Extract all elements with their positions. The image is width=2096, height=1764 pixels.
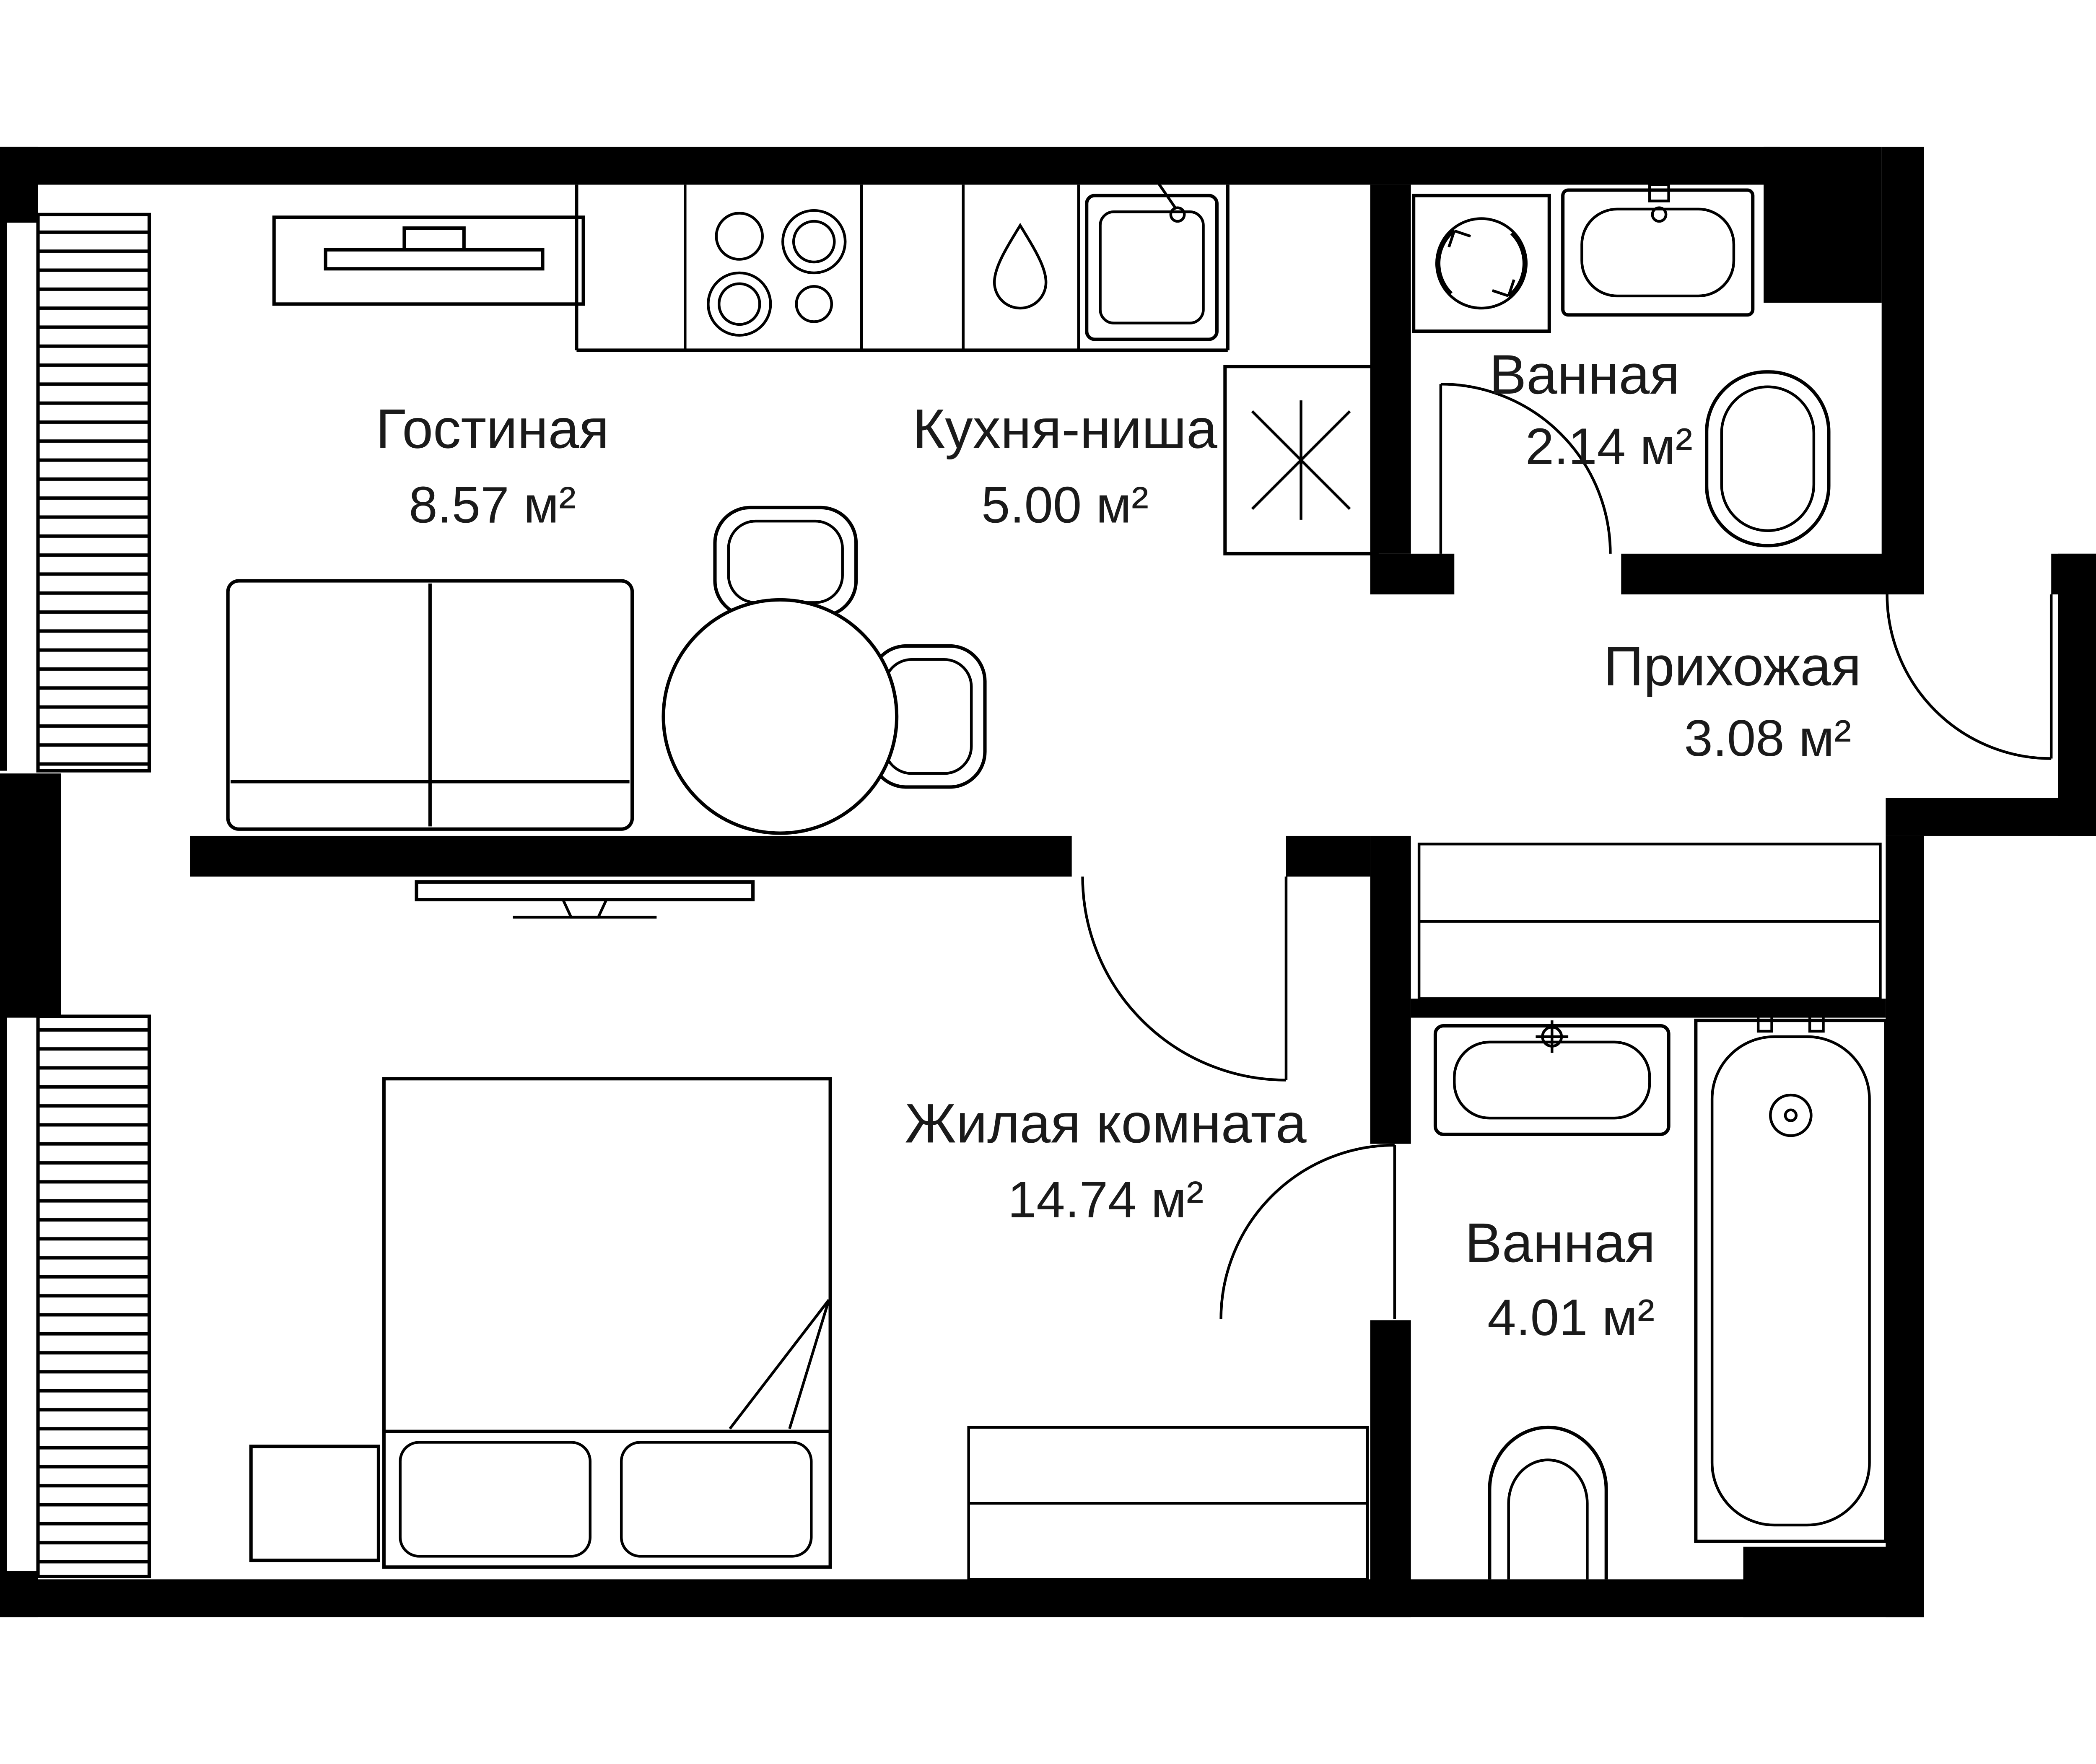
- pillow-icon: [399, 1441, 592, 1558]
- window-icon: [36, 1014, 151, 1579]
- door-swing-icon: [1439, 383, 1612, 554]
- room-labels: Гостиная 8.57 м² Кухня-ниша 5.00 м² Ванн…: [376, 344, 1861, 1346]
- bathtub-icon: [1694, 1008, 1888, 1543]
- water-drop-icon: [993, 223, 1048, 310]
- room-area: 3.08 м²: [1684, 710, 1851, 767]
- room-name: Гостиная: [376, 398, 609, 460]
- room-name: Ванная: [1465, 1212, 1655, 1274]
- door-swing-icon: [1081, 877, 1288, 1082]
- room-area: 8.57 м²: [409, 476, 576, 534]
- bedroom-furniture: [249, 880, 832, 1569]
- room-label-bedroom: Жилая комната 14.74 м²: [905, 1092, 1306, 1228]
- stove-icon: [707, 209, 847, 337]
- room-name: Жилая комната: [905, 1092, 1306, 1154]
- nightstand-icon: [249, 1445, 380, 1562]
- room-name: Ванная: [1489, 344, 1680, 406]
- refrigerator-icon: [1223, 365, 1379, 555]
- bed-icon: [382, 1077, 832, 1569]
- sofa-icon: [226, 579, 634, 831]
- room-label-kitchen: Кухня-ниша 5.00 м²: [913, 398, 1217, 534]
- bedroom-wardrobe-icon: [967, 1426, 1369, 1581]
- room-name: Прихожая: [1603, 636, 1861, 698]
- walls: [0, 146, 2096, 1618]
- room-label-bathroom-large: Ванная 4.01 м²: [1465, 1212, 1655, 1346]
- hallway-wardrobe-icon: [1417, 843, 1882, 1000]
- bathroom-small-furniture: [1412, 183, 1831, 547]
- room-name: Кухня-ниша: [913, 398, 1217, 460]
- room-label-living: Гостиная 8.57 м²: [376, 398, 609, 534]
- toilet-icon: [1705, 370, 1831, 547]
- dining-table-icon: [661, 598, 899, 835]
- windows: [36, 213, 151, 1579]
- tv-icon: [415, 880, 755, 919]
- kitchen-counter-icon: [575, 184, 1230, 352]
- pillow-icon: [620, 1441, 813, 1558]
- room-area: 5.00 м²: [981, 476, 1149, 534]
- room-area: 2.14 м²: [1525, 418, 1693, 475]
- bathroom-large-furniture: [1433, 1008, 1888, 1580]
- washing-machine-icon: [1412, 194, 1551, 333]
- room-label-hallway: Прихожая 3.08 м²: [1603, 636, 1861, 767]
- sink-icon: [1561, 183, 1755, 317]
- kitchen-sink-icon: [1085, 156, 1219, 341]
- living-room-furniture: [226, 215, 987, 835]
- doors: [1081, 383, 2053, 1319]
- sink-icon: [1433, 1020, 1671, 1136]
- toilet-icon: [1488, 1425, 1608, 1580]
- entry-door-swing-icon: [1886, 594, 2053, 760]
- room-area: 14.74 м²: [1008, 1171, 1204, 1228]
- door-swing-icon: [1219, 1144, 1396, 1319]
- tv-console-icon: [272, 215, 585, 306]
- room-area: 4.01 м²: [1487, 1289, 1655, 1346]
- kitchen-furniture: [575, 156, 1379, 555]
- room-label-bathroom-small: Ванная 2.14 м²: [1489, 344, 1693, 475]
- window-icon: [36, 213, 151, 773]
